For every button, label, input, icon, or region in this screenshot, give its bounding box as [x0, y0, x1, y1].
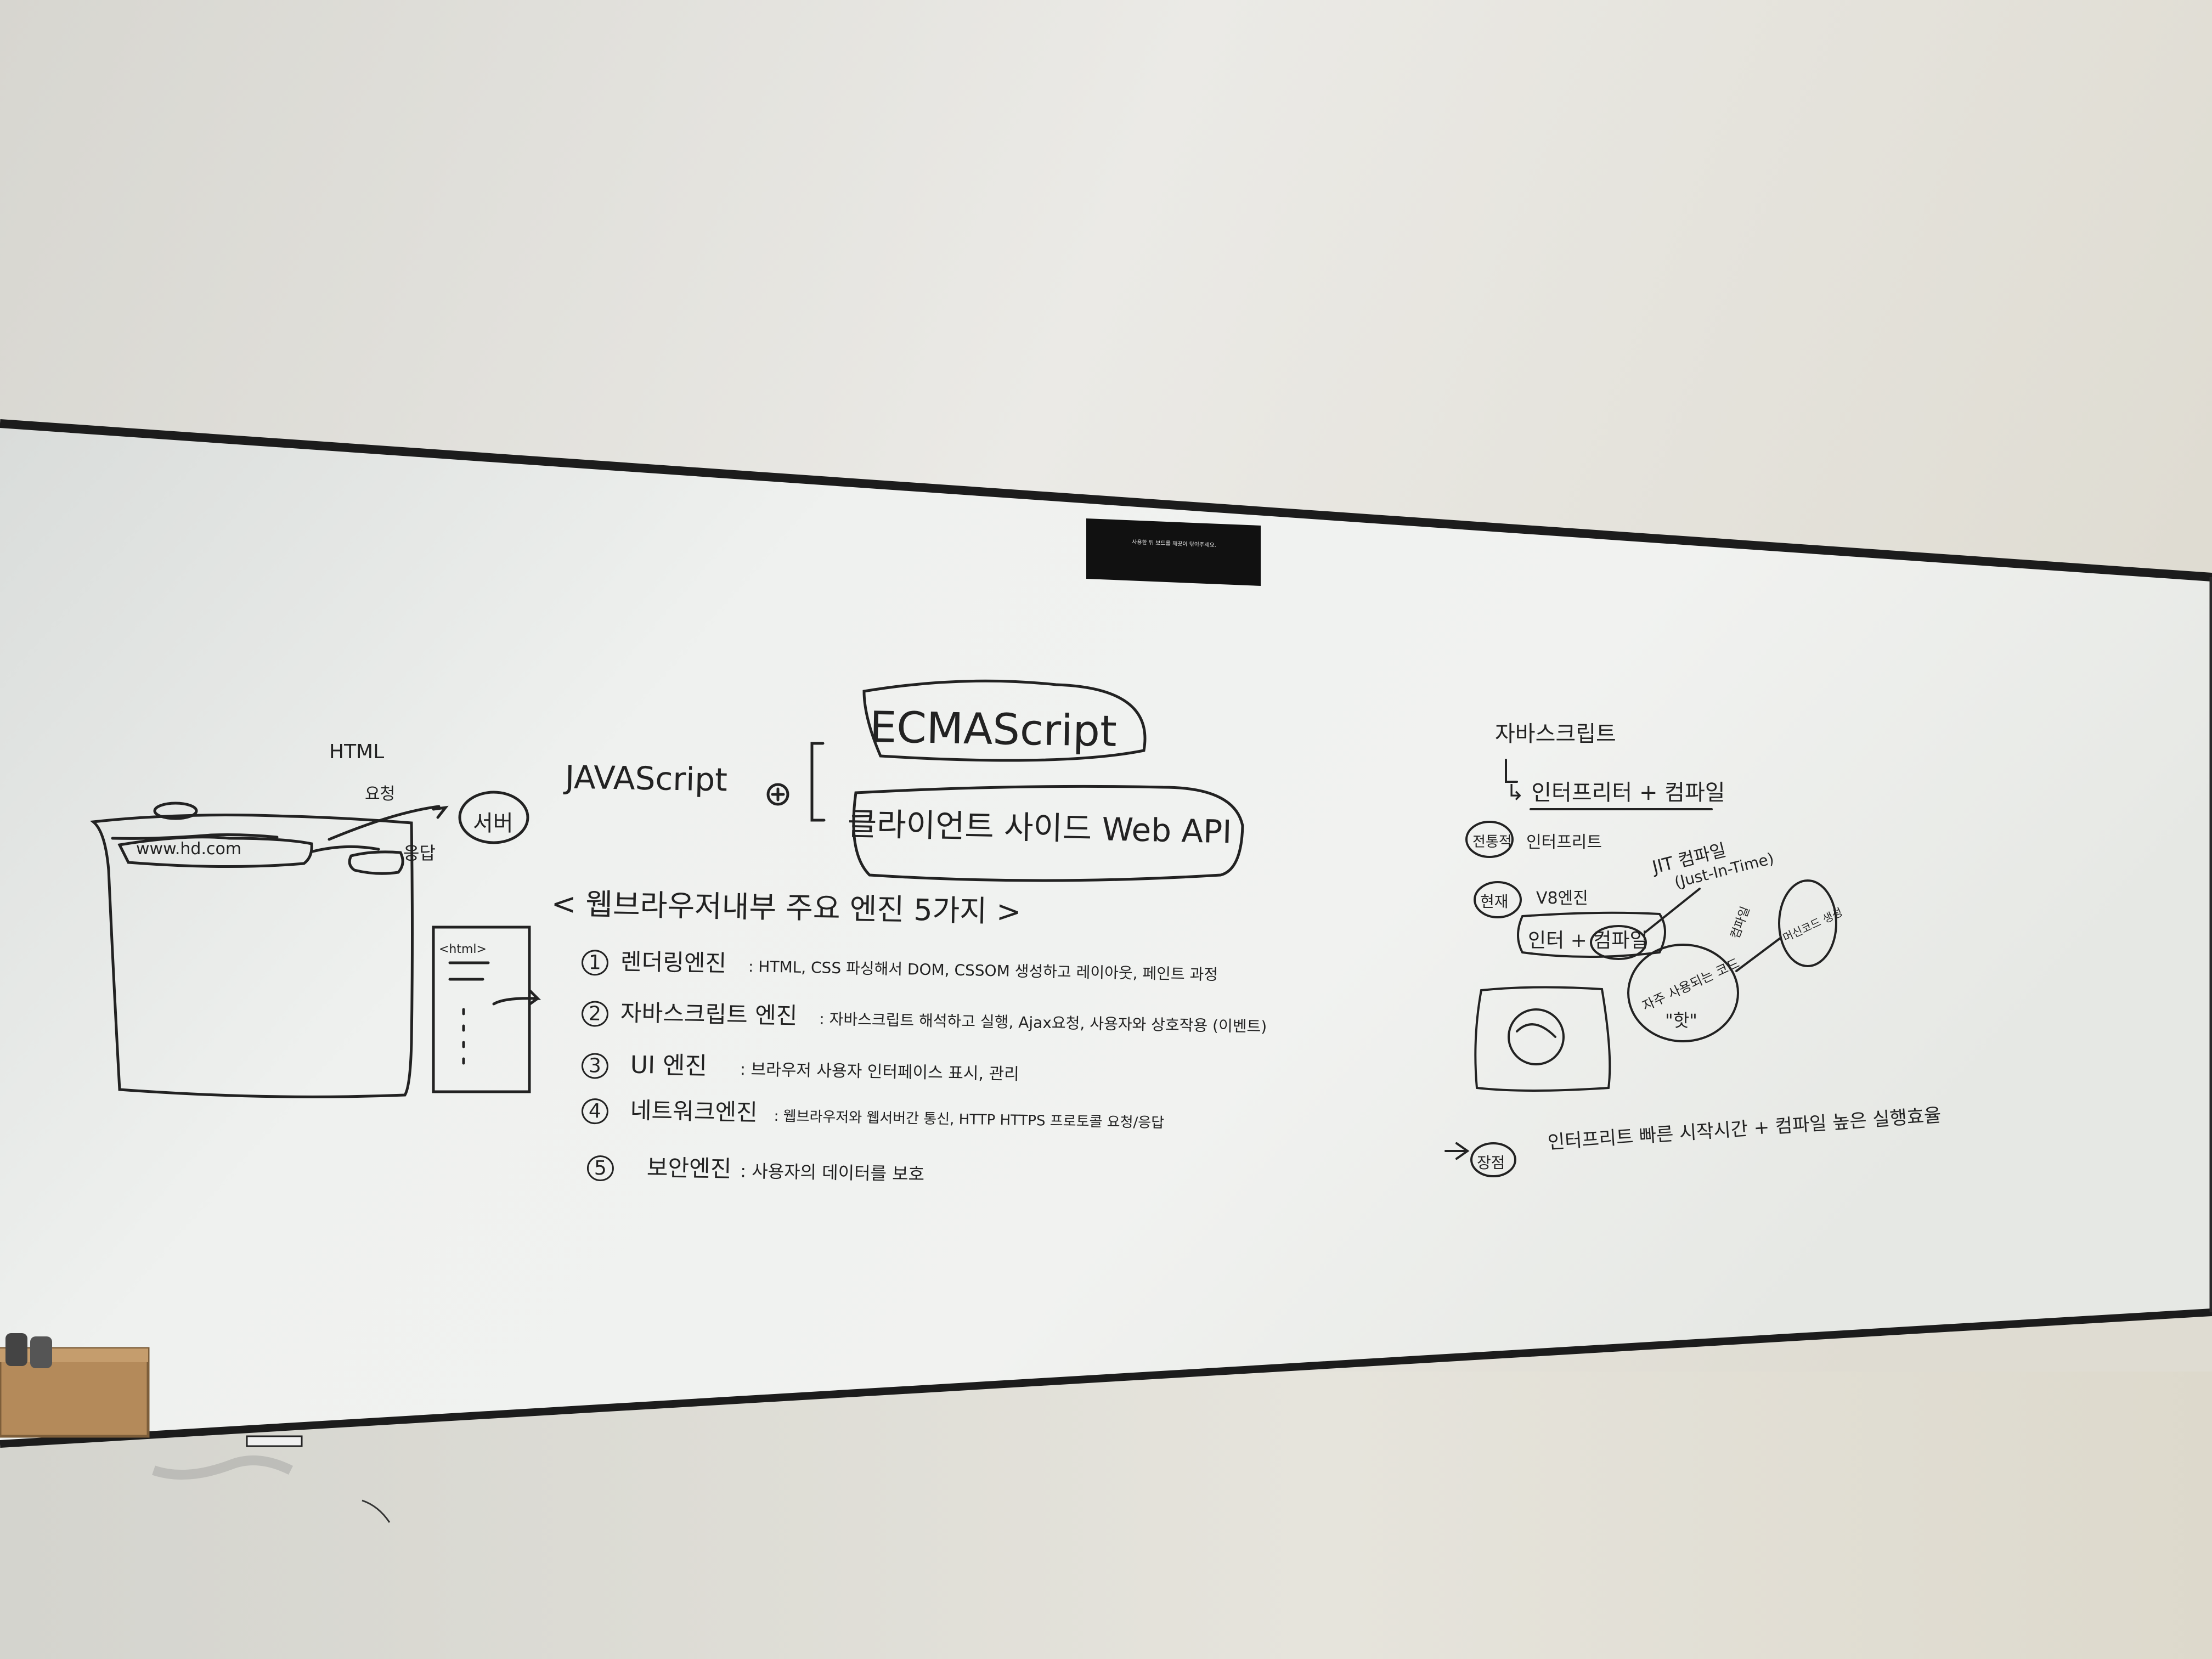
board-frame-bottom	[0, 1308, 2212, 1448]
response-label: 응답	[403, 843, 436, 864]
marker[interactable]	[5, 1333, 27, 1366]
engine-num: 4	[581, 1098, 609, 1125]
current-text: V8엔진	[1536, 889, 1588, 908]
scribble	[362, 1499, 391, 1523]
hot-label: "핫"	[1665, 1010, 1697, 1031]
engine-desc: : HTML, CSS 파싱해서 DOM, CSSOM 생성하고 레이아웃, 페…	[748, 957, 1218, 984]
engine-item: 5 보안엔진 : 사용자의 데이터를 보호	[586, 1148, 925, 1188]
js-subtitle: ↳ 인터프리터 + 컴파일	[1506, 780, 1725, 805]
url-bar-sketch	[117, 836, 313, 868]
engine-desc: : 브라우저 사용자 인터페이스 표시, 관리	[740, 1060, 1020, 1084]
marker[interactable]	[30, 1336, 52, 1368]
engine-num: 2	[581, 1001, 609, 1027]
engine-num: 3	[581, 1053, 609, 1079]
whiteboard-surface	[0, 424, 2212, 1444]
board-sign	[1086, 518, 1261, 586]
browser-diagram	[89, 791, 541, 1098]
web-api-box-sketch	[852, 785, 1244, 882]
tab-sketch	[153, 802, 198, 820]
past-circle-label: 전통적	[1472, 834, 1512, 850]
engines-title: < 웹브라우저내부 주요 엔진 5가지 >	[551, 886, 1022, 929]
board-frame-top	[0, 419, 2212, 582]
smudge	[152, 1455, 294, 1480]
ecmascript-box-sketch	[862, 679, 1147, 762]
interp-compile: 인터 + 컴파일	[1528, 929, 1648, 952]
current-circle-label: 현재	[1480, 893, 1509, 911]
engine-name: 자바스크립트 엔진	[620, 999, 798, 1029]
right-sketches	[1444, 759, 1837, 1177]
js-title: 자바스크립트	[1495, 721, 1616, 747]
javascript-label: JAVAScript	[565, 758, 728, 799]
engine-num: 1	[581, 949, 609, 976]
past-text: 인터프리트	[1526, 833, 1602, 852]
engine-name: 네트워크엔진	[630, 1097, 758, 1126]
board-clip	[246, 1435, 303, 1447]
marker-tray	[0, 1333, 150, 1438]
engine-desc: : 웹브라우저와 웹서버간 통신, HTTP HTTPS 프로토콜 요청/응답	[774, 1108, 1165, 1132]
engine-name: 보안엔진	[646, 1154, 732, 1183]
center-sketches	[766, 679, 1244, 882]
engine-name: 렌더링엔진	[620, 948, 727, 977]
html-label: HTML	[329, 741, 385, 763]
html-doc-sketch	[432, 926, 531, 1093]
engine-desc: : 사용자의 데이터를 보호	[740, 1160, 925, 1185]
url-text: www.hd.com	[136, 839, 242, 859]
server-label: 서버	[473, 811, 514, 836]
browser-window-sketch	[89, 814, 414, 1098]
conclusion-circle: 장점	[1477, 1154, 1505, 1172]
response-box-sketch	[348, 850, 404, 875]
ecmascript-label: ECMAScript	[869, 703, 1118, 757]
outlet-sketch	[1474, 986, 1611, 1092]
engine-name: UI 엔진	[630, 1051, 708, 1081]
client-web-api-label: 클라이언트 사이드 Web API	[847, 805, 1232, 851]
html-tag: <html>	[439, 943, 487, 956]
engine-desc: : 자바스크립트 해석하고 실행, Ajax요청, 사용자와 상호작용 (이벤트…	[819, 1009, 1267, 1036]
engine-num: 5	[586, 1155, 614, 1182]
server-circle-sketch	[458, 791, 529, 844]
request-label: 요청	[365, 785, 396, 804]
